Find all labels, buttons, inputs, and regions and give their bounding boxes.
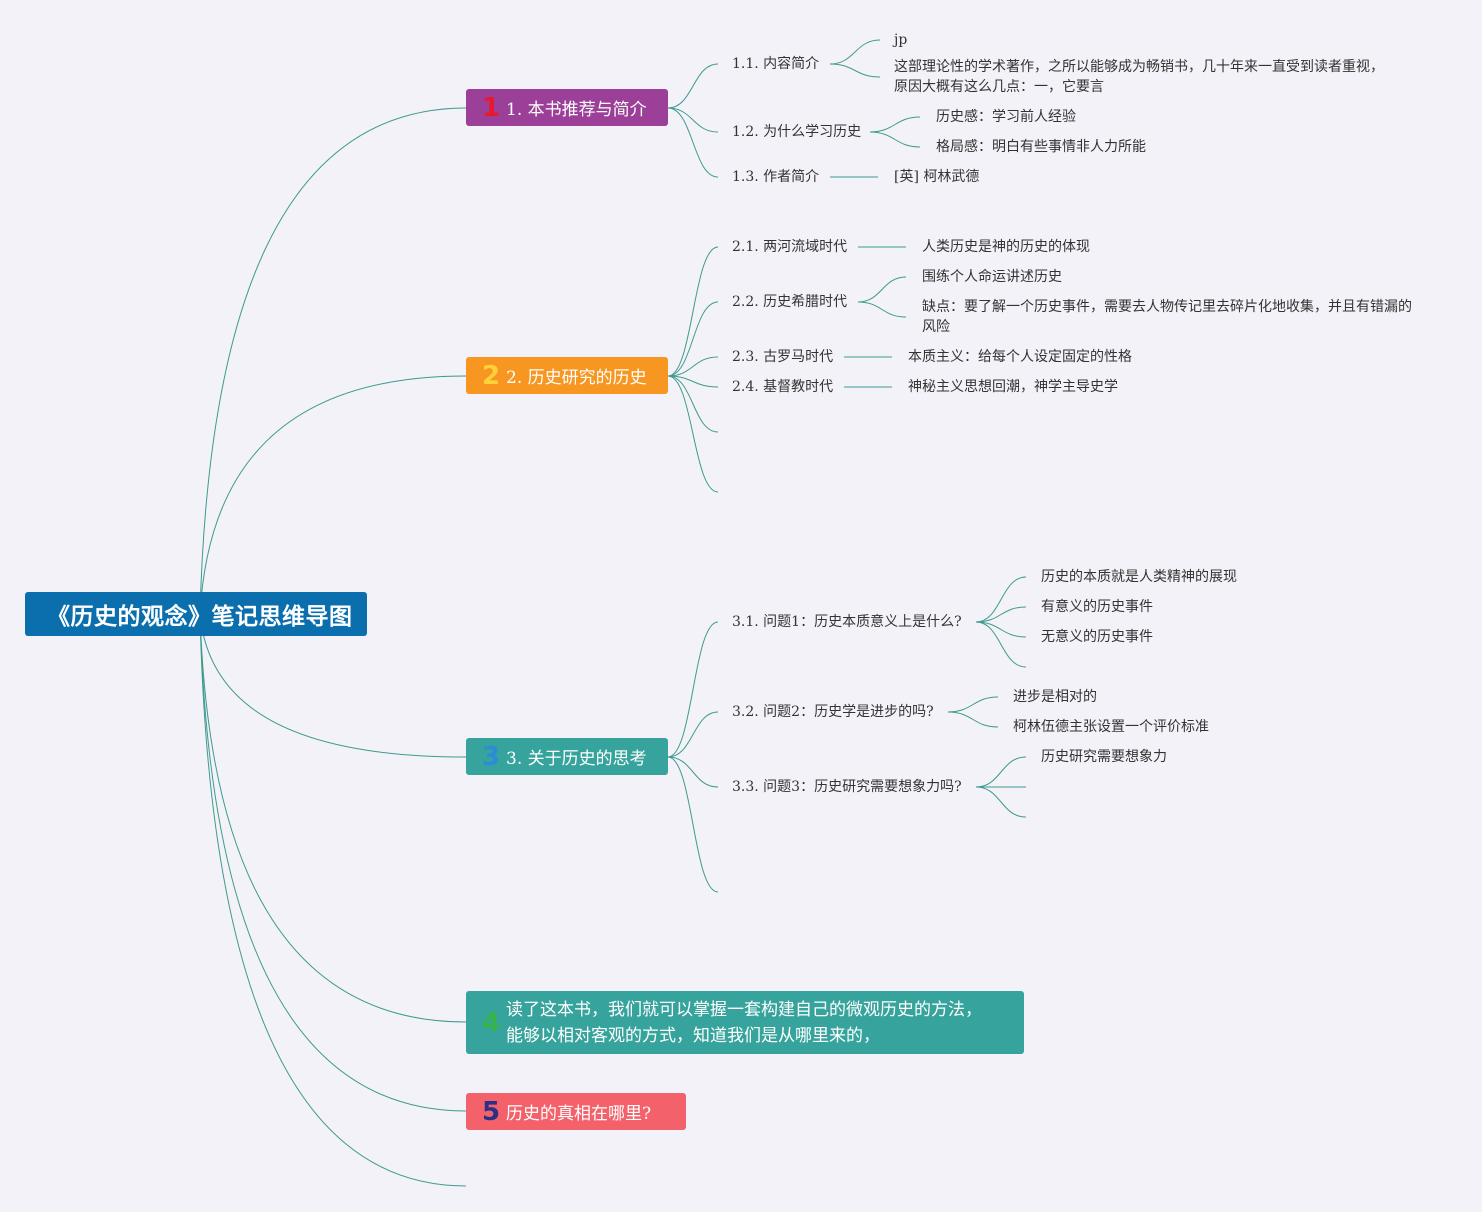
root-topic[interactable]: 《历史的观念》笔记思维导图 — [25, 592, 367, 636]
topic-2-2-note-1[interactable]: 围练个人命运讲述历史 — [922, 269, 1062, 285]
topic-2-1-note-1[interactable]: 人类历史是神的历史的体现 — [922, 239, 1090, 255]
topic-1-1-note-1[interactable]: jp — [894, 32, 908, 48]
branch-3-title: 3. 关于历史的思考 — [506, 749, 647, 769]
edge-root-b3 — [199, 613, 467, 758]
edge-b2-c3 — [667, 356, 719, 377]
edge-3-1-b — [975, 606, 1027, 623]
edge-1-1-a — [829, 39, 881, 65]
topic-3-2[interactable]: 3.2. 问题2：历史学是进步的吗? — [732, 704, 934, 720]
edge-root-b5 — [199, 613, 467, 1112]
branch-4[interactable]: 4 读了这本书，我们就可以掌握一套构建自己的微观历史的方法，能够以相对客观的方式… — [466, 991, 1024, 1054]
branch-2-title: 2. 历史研究的历史 — [506, 368, 647, 388]
edge-1-2-b — [869, 131, 921, 148]
edge-b2-c5 — [667, 375, 719, 433]
number-3-icon: 3 — [482, 741, 501, 772]
branch-2[interactable]: 2 2. 历史研究的历史 — [466, 357, 668, 394]
topic-1-3-note-1[interactable]: [英] 柯林武德 — [894, 169, 980, 185]
edge-3-2-a — [947, 696, 999, 713]
edge-b3-c3 — [667, 756, 719, 788]
edge-1-1-b — [829, 63, 881, 78]
topic-1-2[interactable]: 1.2. 为什么学习历史 — [732, 124, 862, 140]
topic-1-2-note-2[interactable]: 格局感：明白有些事情非人力所能 — [936, 139, 1146, 155]
number-4-icon: 4 — [482, 1007, 501, 1038]
topic-3-3-note-1[interactable]: 历史研究需要想象力 — [1041, 749, 1167, 765]
edge-b1-c1 — [667, 63, 719, 109]
topic-1-2-note-1[interactable]: 历史感：学习前人经验 — [936, 109, 1076, 125]
topic-1-1[interactable]: 1.1. 内容简介 — [732, 56, 820, 72]
edge-2-2-a — [857, 276, 907, 303]
branch-1[interactable]: 1 1. 本书推荐与简介 — [466, 89, 668, 126]
branch-1-title: 1. 本书推荐与简介 — [506, 100, 647, 120]
edge-3-3-a — [975, 756, 1027, 788]
edge-b3-c2 — [667, 711, 719, 758]
topic-3-1[interactable]: 3.1. 问题1：历史本质意义上是什么? — [732, 614, 962, 630]
number-5-icon: 5 — [482, 1096, 501, 1127]
edge-root-b1 — [199, 107, 467, 615]
branch-3[interactable]: 3 3. 关于历史的思考 — [466, 738, 668, 775]
topic-2-2-note-2[interactable]: 缺点：要了解一个历史事件，需要去人物传记里去碎片化地收集，并且有错漏的风险 — [922, 299, 1412, 335]
edge-3-2-b — [947, 711, 999, 728]
topic-3-3[interactable]: 3.3. 问题3：历史研究需要想象力吗? — [732, 779, 962, 795]
branch-5-title: 历史的真相在哪里? — [506, 1104, 652, 1124]
topic-2-3[interactable]: 2.3. 古罗马时代 — [732, 349, 834, 365]
edge-b2-c6 — [667, 375, 719, 493]
topic-2-3-note-1[interactable]: 本质主义：给每个人设定固定的性格 — [908, 349, 1132, 365]
topic-3-2-note-2[interactable]: 柯林伍德主张设置一个评价标准 — [1013, 719, 1209, 735]
edge-b3-c4 — [667, 756, 719, 893]
topic-2-4-note-1[interactable]: 神秘主义思想回潮，神学主导史学 — [908, 379, 1118, 395]
edge-b1-c2 — [667, 107, 719, 133]
edge-b2-c1 — [667, 246, 719, 377]
edge-b3-c1 — [667, 621, 719, 758]
topic-2-1[interactable]: 2.1. 两河流域时代 — [732, 239, 848, 255]
topic-2-4[interactable]: 2.4. 基督教时代 — [732, 379, 834, 395]
topic-3-1-note-3[interactable]: 无意义的历史事件 — [1041, 629, 1153, 645]
edge-root-b2 — [199, 375, 467, 615]
topic-3-2-note-1[interactable]: 进步是相对的 — [1013, 689, 1097, 705]
edge-3-1-c — [975, 621, 1027, 638]
branch-4-title: 读了这本书，我们就可以掌握一套构建自己的微观历史的方法，能够以相对客观的方式，知… — [506, 999, 982, 1046]
topic-2-2[interactable]: 2.2. 历史希腊时代 — [732, 294, 848, 310]
edge-root-b6 — [199, 613, 467, 1187]
edge-1-2-a — [869, 116, 921, 133]
edge-root-b4 — [199, 613, 467, 1023]
edge-2-2-b — [857, 301, 907, 318]
topic-3-1-note-2[interactable]: 有意义的历史事件 — [1041, 599, 1153, 615]
topic-1-1-note-2[interactable]: 这部理论性的学术著作，之所以能够成为畅销书，几十年来一直受到读者重视，原因大概有… — [894, 59, 1384, 95]
edge-b2-c4 — [667, 375, 719, 388]
edge-b1-c3 — [667, 107, 719, 178]
edge-3-1-a — [975, 576, 1027, 623]
edge-b2-c2 — [667, 301, 719, 377]
number-2-icon: 2 — [482, 360, 501, 391]
edge-3-1-d — [975, 621, 1027, 668]
edge-3-3-c — [975, 786, 1027, 818]
number-1-icon: 1 — [482, 92, 501, 123]
topic-1-3[interactable]: 1.3. 作者简介 — [732, 169, 820, 185]
topic-3-1-note-1[interactable]: 历史的本质就是人类精神的展现 — [1041, 569, 1237, 585]
branch-5[interactable]: 5 历史的真相在哪里? — [466, 1093, 686, 1130]
